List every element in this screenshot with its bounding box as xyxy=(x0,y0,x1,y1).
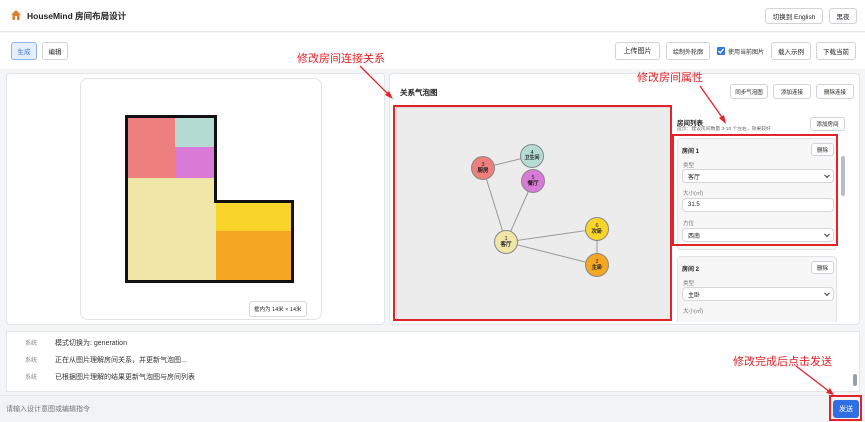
bubble-title: 关系气泡图 xyxy=(400,88,438,97)
load-example-button[interactable]: 载入示例 xyxy=(771,42,811,60)
room-card-1: 房间 1 删除 类型 客厅 大小(㎡) 31.5 方位 西南 xyxy=(677,138,837,250)
log-panel: 系统 模式切换为: generation 系统 正在从图片理解房间关系，并更新气… xyxy=(6,331,860,392)
room-1-size-label: 大小(㎡) xyxy=(683,191,704,197)
outline-upper-wall xyxy=(125,115,217,203)
house-logo-icon xyxy=(11,10,21,20)
room-2-name: 房间 2 xyxy=(682,267,700,273)
log-row-3-text: 已根据图片理解的结果更新气泡图与房间列表 xyxy=(55,374,195,381)
annotation-connections: 修改房间连接关系 xyxy=(297,53,385,65)
room-dining[interactable] xyxy=(175,147,216,178)
edge-living-second-bedroom xyxy=(505,228,598,243)
log-row-2-text: 正在从图片理解房间关系，并更新气泡图... xyxy=(55,357,187,364)
node-master-name: 主卧 xyxy=(591,265,603,271)
node-living-id: 1 xyxy=(504,235,508,242)
chevron-down-icon xyxy=(824,290,830,297)
delete-link-button[interactable]: 删除连接 xyxy=(816,84,854,99)
room-1-delete-button[interactable]: 删除 xyxy=(811,143,834,156)
add-room-button[interactable]: 添加房间 xyxy=(810,117,845,131)
app-title: HouseMind 房间布局设计 xyxy=(27,11,127,21)
node-bathroom-id: 4 xyxy=(530,150,534,157)
room-1-type-value: 客厅 xyxy=(688,174,701,181)
use-image-checkbox[interactable] xyxy=(717,47,725,55)
mode-edit-tab[interactable]: 编辑 xyxy=(42,42,68,60)
input-bar: 发送 xyxy=(0,395,865,422)
room-list-hint: 提示：建议房间数量 3-10 个左右，效果较好 xyxy=(677,127,771,132)
theme-button[interactable]: 黑夜 xyxy=(829,8,857,24)
room-1-orient-select[interactable]: 西南 xyxy=(682,228,834,242)
arrow-properties-icon xyxy=(699,85,726,124)
annotation-send: 修改完成后点击发送 xyxy=(733,356,832,368)
log-scrollbar[interactable] xyxy=(853,374,857,386)
mode-generate-tab[interactable]: 生成 xyxy=(11,42,37,60)
sync-bubble-button[interactable]: 同步气泡图 xyxy=(730,84,768,99)
send-button[interactable]: 发送 xyxy=(833,400,859,418)
floorplan-panel: 框内为 14米 × 14米 xyxy=(6,73,385,325)
upload-image-button[interactable]: 上传图片 xyxy=(615,42,660,60)
room-2-delete-button[interactable]: 删除 xyxy=(811,261,834,274)
graph-edges xyxy=(482,155,598,266)
edge-living-master-bedroom xyxy=(505,241,598,266)
room-1-size-input[interactable]: 31.5 xyxy=(682,198,834,212)
room-2-size-label: 大小(㎡) xyxy=(683,309,704,315)
room-kitchen[interactable] xyxy=(126,116,175,178)
log-row-1-source: 系统 xyxy=(25,341,38,347)
draw-outline-button[interactable]: 绘制外轮廓 xyxy=(666,42,710,60)
node-dining-id: 5 xyxy=(531,174,535,181)
use-image-label: 使用当前图片 xyxy=(728,50,765,56)
chevron-down-icon xyxy=(824,172,830,179)
room-1-orient-label: 方位 xyxy=(683,221,695,227)
room-1-type-label: 类型 xyxy=(683,163,695,169)
node-living-name: 客厅 xyxy=(500,242,512,248)
room-second-bedroom[interactable] xyxy=(216,202,292,231)
room-bathroom[interactable] xyxy=(175,116,216,147)
node-kitchen-name: 厨房 xyxy=(477,168,489,174)
room-1-type-select[interactable]: 客厅 xyxy=(682,169,834,183)
log-row-3-source: 系统 xyxy=(25,375,38,381)
download-button[interactable]: 下载当前 xyxy=(816,42,856,60)
node-kitchen-id: 3 xyxy=(481,161,485,168)
room-1-orient-value: 西南 xyxy=(688,233,701,240)
node-dining-name: 餐厅 xyxy=(527,181,539,187)
room-2-type-label: 类型 xyxy=(683,281,695,287)
room-card-2: 房间 2 删除 类型 主卧 大小(㎡) xyxy=(677,256,837,322)
header-bar: HouseMind 房间布局设计 切换到 English 黑夜 xyxy=(0,0,865,32)
log-row-1-text: 模式切换为: generation xyxy=(55,340,127,347)
room-list-scroll[interactable]: 房间 1 删除 类型 客厅 大小(㎡) 31.5 方位 西南 房间 2 删除 类… xyxy=(675,136,847,322)
room-2-type-select[interactable]: 主卧 xyxy=(682,287,834,301)
room-1-name: 房间 1 xyxy=(682,149,700,155)
room-list-title: 房间列表 xyxy=(677,120,703,127)
room-master-bedroom[interactable] xyxy=(216,231,292,281)
room-living[interactable] xyxy=(126,178,216,281)
room-2-type-value: 主卧 xyxy=(688,292,701,299)
log-row-2-source: 系统 xyxy=(25,358,38,364)
scale-label: 框内为 14米 × 14米 xyxy=(249,301,307,317)
node-bathroom-name: 卫生间 xyxy=(524,155,540,162)
toolbar: 生成 编辑 上传图片 绘制外轮廓 使用当前图片 载入示例 下载当前 xyxy=(0,33,865,69)
outline-lower-wall xyxy=(125,200,294,283)
edge-kitchen-living xyxy=(482,167,507,243)
arrow-send-icon xyxy=(795,365,834,395)
chevron-down-icon xyxy=(824,231,830,238)
room-1-size-value: 31.5 xyxy=(688,202,700,208)
node-second-id: 6 xyxy=(595,222,599,229)
node-master-id: 2 xyxy=(595,258,599,265)
room-list-scrollbar[interactable] xyxy=(841,156,845,196)
annotation-properties: 修改房间属性 xyxy=(637,72,703,84)
node-second-name: 次卧 xyxy=(591,229,603,235)
command-input[interactable] xyxy=(6,399,826,419)
lang-switch-button[interactable]: 切换到 English xyxy=(765,8,823,24)
floorplan-canvas[interactable]: 框内为 14米 × 14米 xyxy=(80,78,322,320)
outline-step-wall xyxy=(214,200,294,203)
arrow-connections-icon xyxy=(359,65,393,99)
add-link-button[interactable]: 添加连接 xyxy=(773,84,811,99)
